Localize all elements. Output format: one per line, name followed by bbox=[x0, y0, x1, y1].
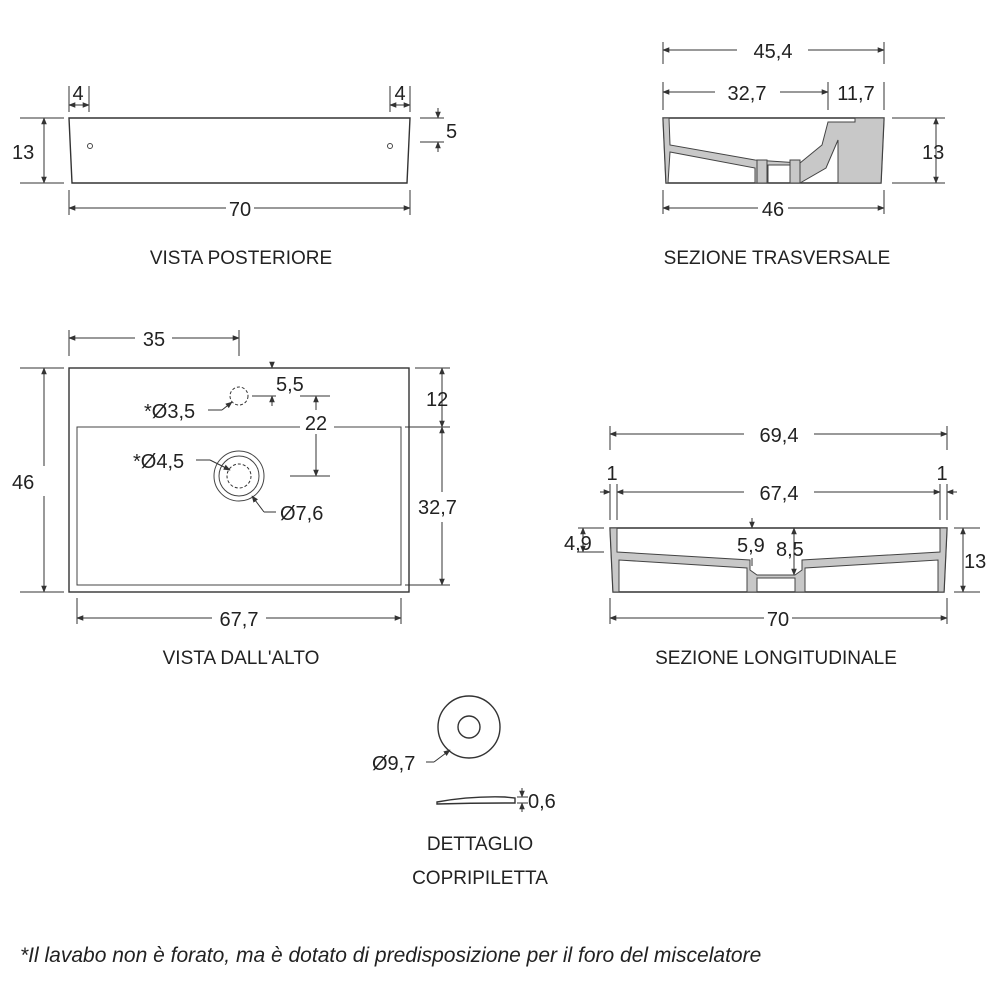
cross-section-profile bbox=[662, 117, 885, 184]
cover-thickness-label: 0,6 bbox=[528, 791, 556, 813]
cover-profile bbox=[436, 796, 516, 805]
cross-rim-label: 11,7 bbox=[837, 83, 874, 105]
rear-height-label: 13 bbox=[12, 142, 34, 164]
hole-y-label: 5,5 bbox=[276, 374, 304, 396]
footnote: *Il lavabo non è forato, ma è dotato di … bbox=[20, 944, 761, 967]
long-right-wall-label: 1 bbox=[936, 463, 947, 485]
cross-height-label: 13 bbox=[922, 142, 944, 164]
cover-outer-circle bbox=[437, 695, 501, 759]
top-view: 35 5,5 *Ø3,5 22 *Ø4,5 Ø7,6 12 bbox=[12, 329, 457, 669]
long-inner-label: 67,4 bbox=[760, 483, 799, 505]
cover-inner-circle bbox=[457, 715, 481, 739]
long-section-view: 69,4 1 67,4 1 4,9 5,9 8,5 13 70 bbox=[564, 425, 986, 669]
long-height-label: 13 bbox=[964, 551, 986, 573]
cross-section-view: 45,4 32,7 11,7 13 46 SEZIONE TRASVERSALE bbox=[662, 41, 945, 269]
top-view-caption: VISTA DALL'ALTO bbox=[163, 648, 320, 669]
cover-caption-line2: COPRIPILETTA bbox=[412, 868, 548, 889]
long-left-wall-label: 1 bbox=[606, 463, 617, 485]
cover-detail: Ø9,7 0,6 DETTAGLIO COPRIPILETTA bbox=[372, 695, 556, 889]
top-view-outline bbox=[68, 367, 410, 593]
rear-right-offset-label: 4 bbox=[394, 83, 405, 105]
long-drain-depth-b-label: 8,5 bbox=[776, 539, 804, 561]
top-view-basin bbox=[76, 426, 402, 586]
rear-view-outline bbox=[68, 117, 411, 184]
mixer-hole-icon bbox=[229, 386, 249, 406]
long-bottom-label: 70 bbox=[767, 609, 789, 631]
back-band-label: 12 bbox=[426, 389, 448, 411]
rear-view-caption: VISTA POSTERIORE bbox=[150, 248, 332, 269]
rear-left-hole bbox=[87, 143, 93, 149]
long-overall-top-label: 69,4 bbox=[760, 425, 799, 447]
basin-depth-label: 32,7 bbox=[418, 497, 457, 519]
rear-left-offset-label: 4 bbox=[72, 83, 83, 105]
drain-outer-icon bbox=[213, 450, 265, 502]
drain-inner-label: *Ø4,5 bbox=[133, 451, 184, 473]
rear-right-hole bbox=[387, 143, 393, 149]
rear-width-label: 70 bbox=[229, 199, 251, 221]
long-rim-label: 4,9 bbox=[564, 533, 592, 555]
cross-inner-label: 32,7 bbox=[728, 83, 767, 105]
cross-section-caption: SEZIONE TRASVERSALE bbox=[664, 248, 891, 269]
cover-diameter-label: Ø9,7 bbox=[372, 753, 415, 775]
cross-overall-top-label: 45,4 bbox=[754, 41, 793, 63]
cross-bottom-label: 46 bbox=[762, 199, 784, 221]
long-drain-depth-a-label: 5,9 bbox=[737, 535, 765, 557]
basin-width-label: 67,7 bbox=[220, 609, 259, 631]
drain-y-label: 22 bbox=[305, 413, 327, 435]
drain-outer-label: Ø7,6 bbox=[280, 503, 323, 525]
drain-inner-icon bbox=[226, 463, 252, 489]
top-depth-label: 46 bbox=[12, 472, 34, 494]
long-section-caption: SEZIONE LONGITUDINALE bbox=[655, 648, 897, 669]
long-section-profile bbox=[609, 527, 948, 593]
hole-x-label: 35 bbox=[143, 329, 165, 351]
rear-hole-height-label: 5 bbox=[446, 121, 457, 143]
mixer-hole-label: *Ø3,5 bbox=[144, 401, 195, 423]
cover-caption-line1: DETTAGLIO bbox=[427, 834, 533, 855]
rear-view: 4 4 5 13 70 VISTA POSTERIORE bbox=[12, 83, 457, 269]
